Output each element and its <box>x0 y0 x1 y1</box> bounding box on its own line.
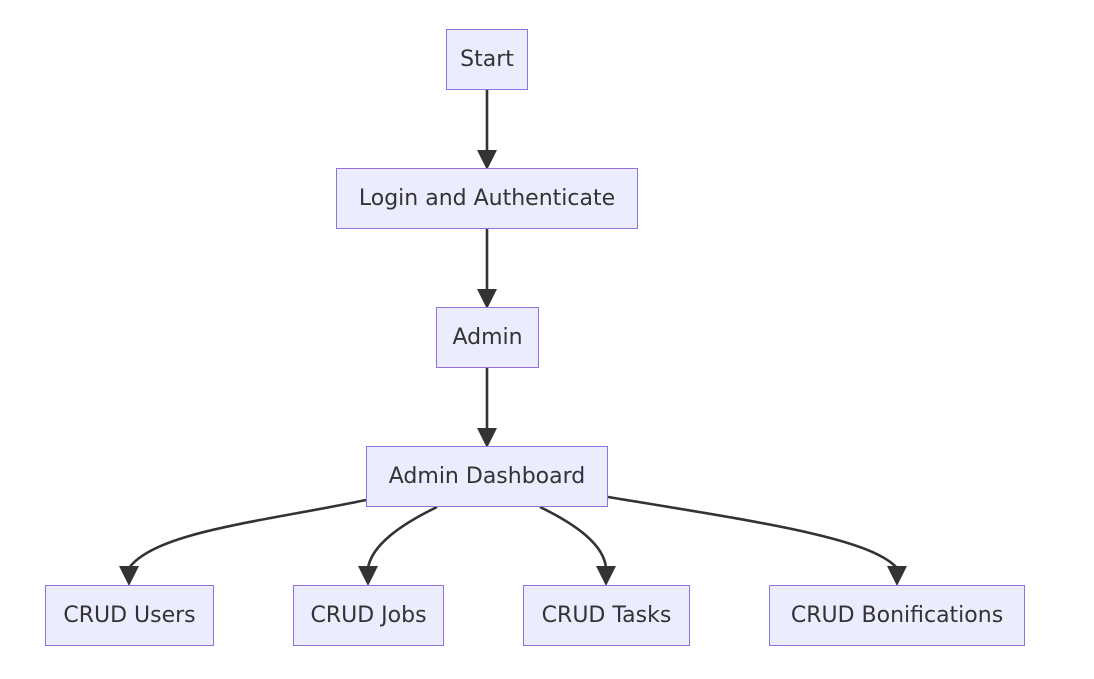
node-crud-users: CRUD Users <box>45 585 214 646</box>
node-crud-bonifications: CRUD Bonifications <box>769 585 1025 646</box>
edge-dashboard-crud-tasks <box>539 505 608 569</box>
arrowhead-login <box>477 150 497 170</box>
node-admin-dashboard: Admin Dashboard <box>366 446 608 507</box>
edge-dashboard-crud-jobs <box>366 505 438 569</box>
arrowhead-admin <box>477 289 497 309</box>
arrowhead-dashboard <box>477 428 497 448</box>
edge-dashboard-crud-users <box>127 498 367 569</box>
node-crud-tasks: CRUD Tasks <box>523 585 690 646</box>
edge-dashboard-crud-bonifications <box>607 495 898 569</box>
node-login-authenticate: Login and Authenticate <box>336 168 638 229</box>
node-start: Start <box>446 29 528 90</box>
arrowhead-crud-jobs <box>358 566 378 586</box>
arrowhead-crud-tasks <box>596 566 616 586</box>
arrowhead-crud-bonifications <box>887 566 907 586</box>
arrowhead-crud-users <box>119 566 139 586</box>
node-admin: Admin <box>436 307 539 368</box>
node-crud-jobs: CRUD Jobs <box>293 585 444 646</box>
